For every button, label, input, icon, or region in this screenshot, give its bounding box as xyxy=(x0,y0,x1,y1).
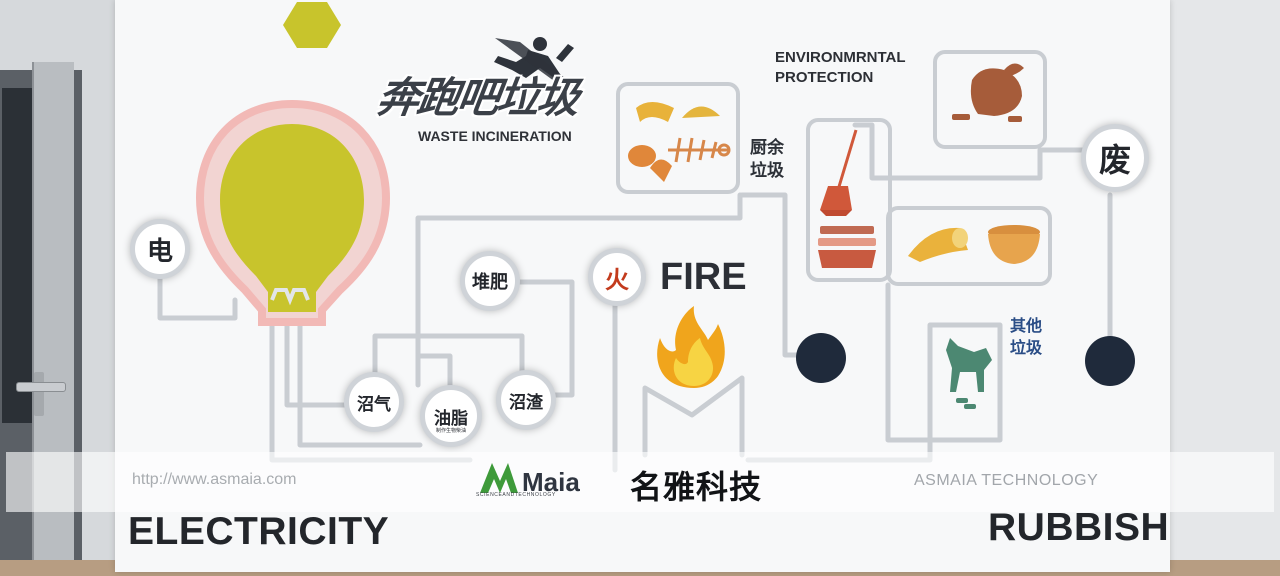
door-handle[interactable] xyxy=(16,382,66,392)
fertilizer-circle: 堆肥 xyxy=(460,251,520,311)
environmental-protection-label: ENVIRONMRNTAL PROTECTION xyxy=(775,49,906,86)
oil-label: 油脂 xyxy=(434,408,468,428)
watermark-company-cn: 名雅科技 xyxy=(630,469,763,505)
bulb-filament xyxy=(270,288,310,306)
runner-icon xyxy=(494,37,574,90)
pot-icon xyxy=(988,225,1040,264)
maia-logo-text: Maia xyxy=(522,467,580,497)
flame-icon xyxy=(657,306,725,388)
fire-circle: 火 xyxy=(588,248,646,306)
residue-circle: 沼渣 xyxy=(496,370,556,430)
title-swoosh xyxy=(495,38,580,94)
tape-roll-icon xyxy=(908,227,968,262)
watermark-company-en: ASMAIA TECHNOLOGY xyxy=(914,472,1099,489)
waste-incineration-label: WASTE INCINERATION xyxy=(418,128,572,144)
dog-icon xyxy=(946,338,992,409)
rabbit-icon xyxy=(952,63,1024,122)
oil-sublabel: 制作生物柴油 xyxy=(435,428,466,434)
watermark-band xyxy=(6,452,1274,512)
electricity-label: ELECTRICITY xyxy=(128,510,390,553)
oil-circle: 油脂 制作生物柴油 xyxy=(420,385,482,447)
maia-logo-icon: Maia xyxy=(480,463,580,497)
lightbulb xyxy=(220,124,364,312)
door-window xyxy=(2,88,32,423)
kitchen-waste-label: 厨余垃圾 xyxy=(750,138,784,180)
watermark-url: http://www.asmaia.com xyxy=(132,471,297,488)
waste-circle: 废 xyxy=(1081,124,1149,192)
board-title: 奔跑吧垃圾 xyxy=(374,74,581,121)
panel-outlines xyxy=(616,50,1052,286)
knob-left xyxy=(796,333,846,383)
broom-icon xyxy=(820,129,858,216)
kitchen-waste-icons xyxy=(628,102,731,182)
knob-right xyxy=(1085,336,1135,386)
rubbish-label: RUBBISH xyxy=(988,506,1170,549)
biogas-circle: 沼气 xyxy=(344,372,404,432)
door-lock xyxy=(34,372,44,416)
other-waste-label: 其他垃圾 xyxy=(1010,318,1043,357)
electricity-circle: 电 xyxy=(130,219,190,279)
maia-logo-subtext: SCIENCEANDTECHNOLOGY xyxy=(476,492,556,498)
fire-label: FIRE xyxy=(660,256,747,298)
hexagon-decoration xyxy=(283,2,341,48)
food-box-icon xyxy=(818,226,876,268)
